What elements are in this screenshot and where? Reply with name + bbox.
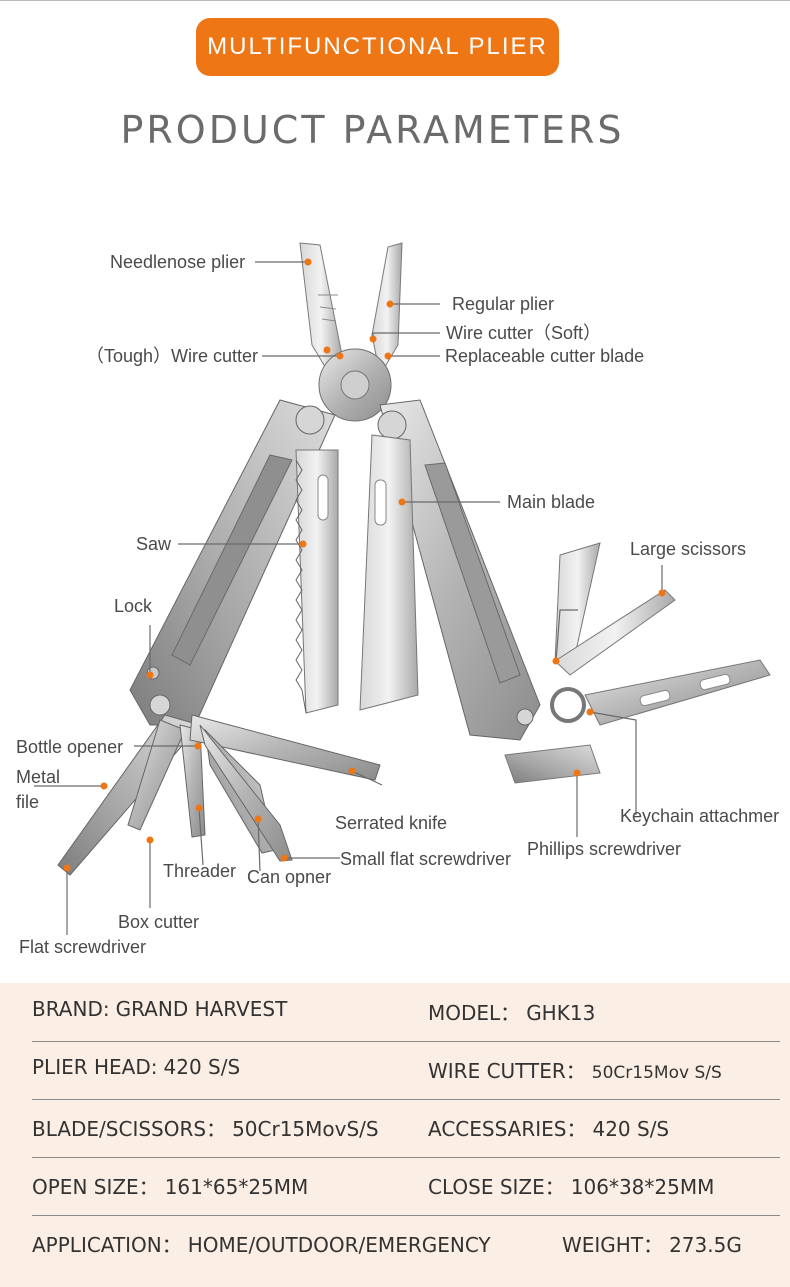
- spec-label: WIRE CUTTER：: [428, 1059, 586, 1083]
- spec-right-cell: MODEL：GHK13: [428, 997, 595, 1026]
- spec-label: CLOSE SIZE：: [428, 1175, 565, 1199]
- spec-value: GRAND HARVEST: [115, 997, 288, 1021]
- label-metal-file-line1: Metal: [16, 767, 60, 787]
- spec-row: BRAND:GRAND HARVEST MODEL：GHK13: [32, 983, 780, 1042]
- label-main-blade: Main blade: [507, 492, 595, 512]
- spec-left-cell: BLADE/SCISSORS：50Cr15MovS/S: [32, 1113, 379, 1142]
- label-wire-cutter-tough: （Tough）Wire cutter: [86, 346, 258, 366]
- spec-label: BRAND:: [32, 997, 110, 1021]
- spec-label: BLADE/SCISSORS：: [32, 1117, 227, 1141]
- label-regular-plier: Regular plier: [452, 294, 554, 314]
- spec-value: GHK13: [526, 1001, 596, 1025]
- category-banner-label: MULTIFUNCTIONAL PLIER: [207, 33, 548, 60]
- spec-row: OPEN SIZE：161*65*25MM CLOSE SIZE：106*38*…: [32, 1157, 780, 1216]
- label-needlenose-plier: Needlenose plier: [110, 252, 245, 272]
- label-saw: Saw: [136, 534, 172, 554]
- spec-left-cell: PLIER HEAD:420 S/S: [32, 1055, 240, 1079]
- label-can-opener: Can opner: [247, 867, 331, 887]
- category-banner: MULTIFUNCTIONAL PLIER: [196, 18, 559, 76]
- spec-table: BRAND:GRAND HARVEST MODEL：GHK13 PLIER HE…: [0, 983, 790, 1287]
- label-wire-cutter-soft: Wire cutter（Soft）: [446, 323, 601, 343]
- spec-value: 420 S/S: [163, 1055, 241, 1079]
- spec-right-cell: ACCESSARIES：420 S/S: [428, 1113, 669, 1142]
- label-small-flat-screwdriver: Small flat screwdriver: [340, 849, 511, 869]
- spec-right-cell: WEIGHT：273.5G: [562, 1229, 742, 1258]
- top-divider: [0, 0, 790, 1]
- label-bottle-opener: Bottle opener: [16, 737, 123, 757]
- spec-value: 50Cr15MovS/S: [232, 1117, 379, 1141]
- spec-label: OPEN SIZE：: [32, 1175, 159, 1199]
- label-large-scissors: Large scissors: [630, 539, 746, 559]
- label-flat-screwdriver: Flat screwdriver: [19, 937, 146, 957]
- label-replaceable-cutter-blade: Replaceable cutter blade: [445, 346, 644, 366]
- spec-row: PLIER HEAD:420 S/S WIRE CUTTER：50Cr15Mov…: [32, 1041, 780, 1100]
- spec-label: PLIER HEAD:: [32, 1055, 158, 1079]
- spec-left-cell: BRAND:GRAND HARVEST: [32, 997, 287, 1021]
- spec-value: 420 S/S: [592, 1117, 670, 1141]
- label-serrated-knife: Serrated knife: [335, 813, 447, 833]
- spec-label: MODEL：: [428, 1001, 521, 1025]
- spec-value: HOME/OUTDOOR/EMERGENCY: [187, 1233, 491, 1257]
- spec-value: 273.5G: [669, 1233, 742, 1257]
- spec-left-cell: APPLICATION：HOME/OUTDOOR/EMERGENCY: [32, 1229, 491, 1258]
- callout-dots: [63, 258, 666, 872]
- spec-row: APPLICATION：HOME/OUTDOOR/EMERGENCY WEIGH…: [32, 1215, 780, 1273]
- spec-value: 50Cr15Mov S/S: [591, 1063, 722, 1083]
- spec-value: 106*38*25MM: [570, 1175, 715, 1199]
- spec-label: APPLICATION：: [32, 1233, 182, 1257]
- multitool-artwork: [57, 242, 771, 876]
- spec-right-cell: CLOSE SIZE：106*38*25MM: [428, 1171, 714, 1200]
- spec-value: 161*65*25MM: [164, 1175, 309, 1199]
- label-lock: Lock: [114, 596, 153, 616]
- label-keychain-attachment: Keychain attachmer: [620, 806, 779, 826]
- spec-row: BLADE/SCISSORS：50Cr15MovS/S ACCESSARIES：…: [32, 1099, 780, 1158]
- label-threader: Threader: [163, 861, 236, 881]
- multitool-diagram: Needlenose plier Regular plier Wire cutt…: [16, 242, 779, 957]
- spec-left-cell: OPEN SIZE：161*65*25MM: [32, 1171, 308, 1200]
- label-box-cutter: Box cutter: [118, 912, 199, 932]
- label-metal-file-line2: file: [16, 792, 39, 812]
- callout-labels: Needlenose plier Regular plier Wire cutt…: [16, 252, 779, 957]
- label-phillips-screwdriver: Phillips screwdriver: [527, 839, 681, 859]
- page-title: PRODUCT PARAMETERS: [120, 108, 625, 152]
- spec-label: WEIGHT：: [562, 1233, 664, 1257]
- spec-right-cell: WIRE CUTTER：50Cr15Mov S/S: [428, 1055, 722, 1084]
- spec-label: ACCESSARIES：: [428, 1117, 587, 1141]
